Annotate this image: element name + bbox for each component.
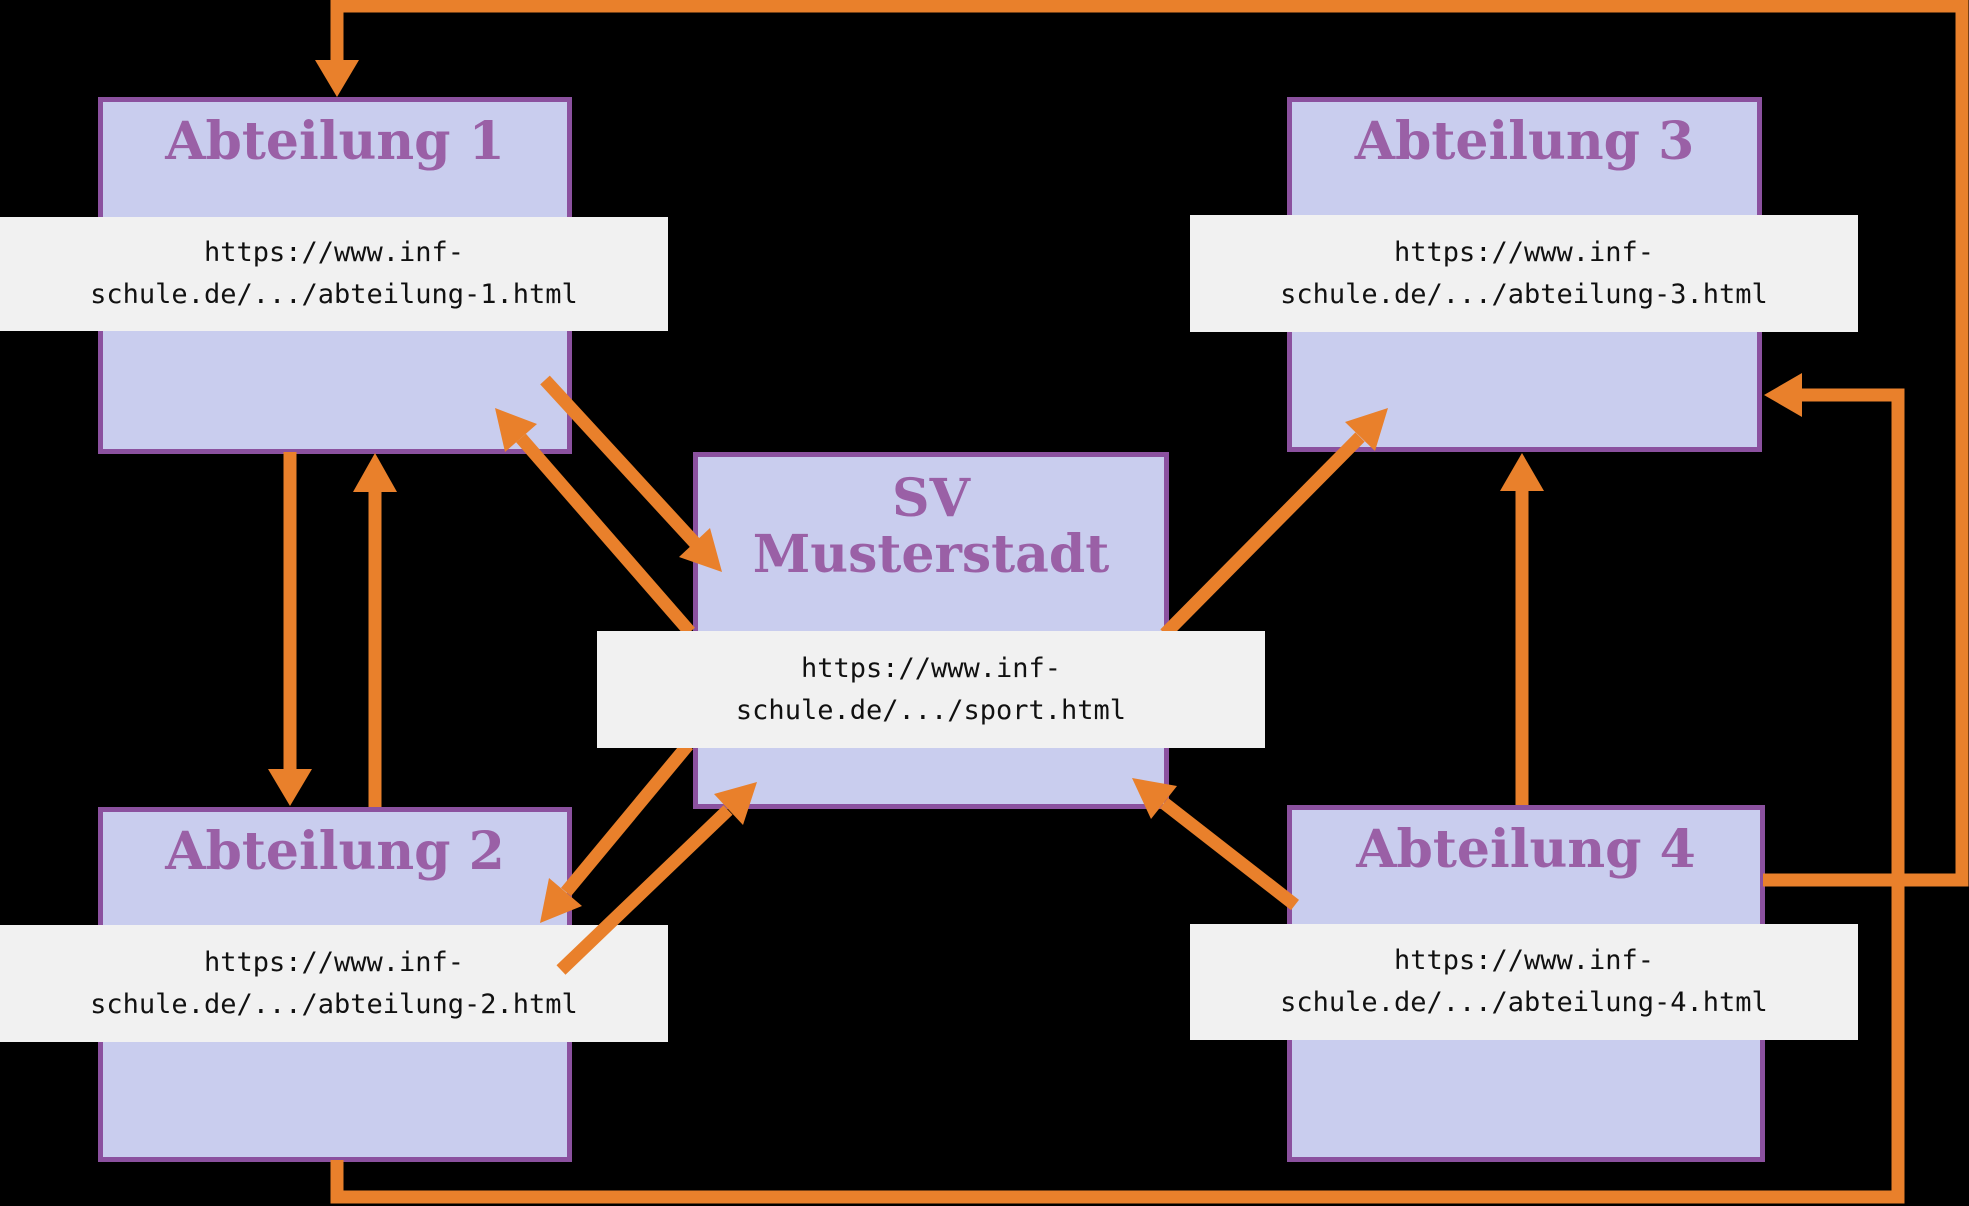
url-abteilung-4-line1: https://www.inf- bbox=[1393, 945, 1655, 976]
arrow-abteilung4-to-abteilung3 bbox=[1500, 453, 1544, 805]
url-label-abteilung-3: https://www.inf- schule.de/.../abteilung… bbox=[1190, 215, 1858, 332]
arrow-abteilung2-to-sv bbox=[556, 782, 757, 975]
arrow-abteilung2-to-abteilung1 bbox=[353, 453, 397, 807]
arrow-sv-to-abteilung1 bbox=[495, 408, 695, 637]
url-label-abteilung-4: https://www.inf- schule.de/.../abteilung… bbox=[1190, 924, 1858, 1040]
url-label-sv-musterstadt: https://www.inf- schule.de/.../sport.htm… bbox=[597, 631, 1265, 748]
url-abteilung-2-line1: https://www.inf- bbox=[203, 946, 465, 978]
arrow-abteilung1-to-abteilung2 bbox=[268, 452, 312, 806]
url-abteilung-3-line1: https://www.inf- bbox=[1393, 236, 1655, 268]
arrow-abteilung4-to-abteilung1 bbox=[315, 0, 1969, 887]
url-abteilung-2-line2: schule.de/.../abteilung-2.html bbox=[90, 988, 578, 1020]
node-abteilung-3-title: Abteilung 3 bbox=[1354, 111, 1695, 172]
url-label-abteilung-1: https://www.inf- schule.de/.../abteilung… bbox=[0, 217, 668, 331]
url-abteilung-3-line2: schule.de/.../abteilung-3.html bbox=[1280, 278, 1768, 310]
arrow-sv-to-abteilung3 bbox=[1160, 408, 1388, 639]
sv-title-line1: SV bbox=[892, 468, 970, 529]
url-label-abteilung-2: https://www.inf- schule.de/.../abteilung… bbox=[0, 925, 668, 1042]
arrow-abteilung1-to-sv bbox=[540, 375, 722, 572]
url-abteilung-1-line2: schule.de/.../abteilung-1.html bbox=[90, 279, 578, 310]
node-sv-musterstadt-title: SV Musterstadt bbox=[698, 457, 1164, 583]
url-sv-line2: schule.de/.../sport.html bbox=[735, 694, 1127, 726]
url-abteilung-4-line2: schule.de/.../abteilung-4.html bbox=[1280, 987, 1768, 1018]
url-abteilung-1-line1: https://www.inf- bbox=[203, 237, 465, 268]
node-abteilung-1-title: Abteilung 1 bbox=[165, 111, 505, 172]
url-sv-line1: https://www.inf- bbox=[800, 652, 1062, 684]
node-sv-musterstadt: SV Musterstadt bbox=[693, 452, 1169, 809]
node-abteilung-2-title: Abteilung 2 bbox=[165, 821, 505, 882]
arrow-abteilung2-to-abteilung3 bbox=[330, 373, 1905, 1204]
sv-title-line2: Musterstadt bbox=[752, 524, 1110, 586]
arrow-sv-to-abteilung2 bbox=[540, 740, 694, 923]
node-abteilung-4-title: Abteilung 4 bbox=[1356, 819, 1696, 880]
arrow-abteilung4-to-sv bbox=[1132, 778, 1299, 911]
